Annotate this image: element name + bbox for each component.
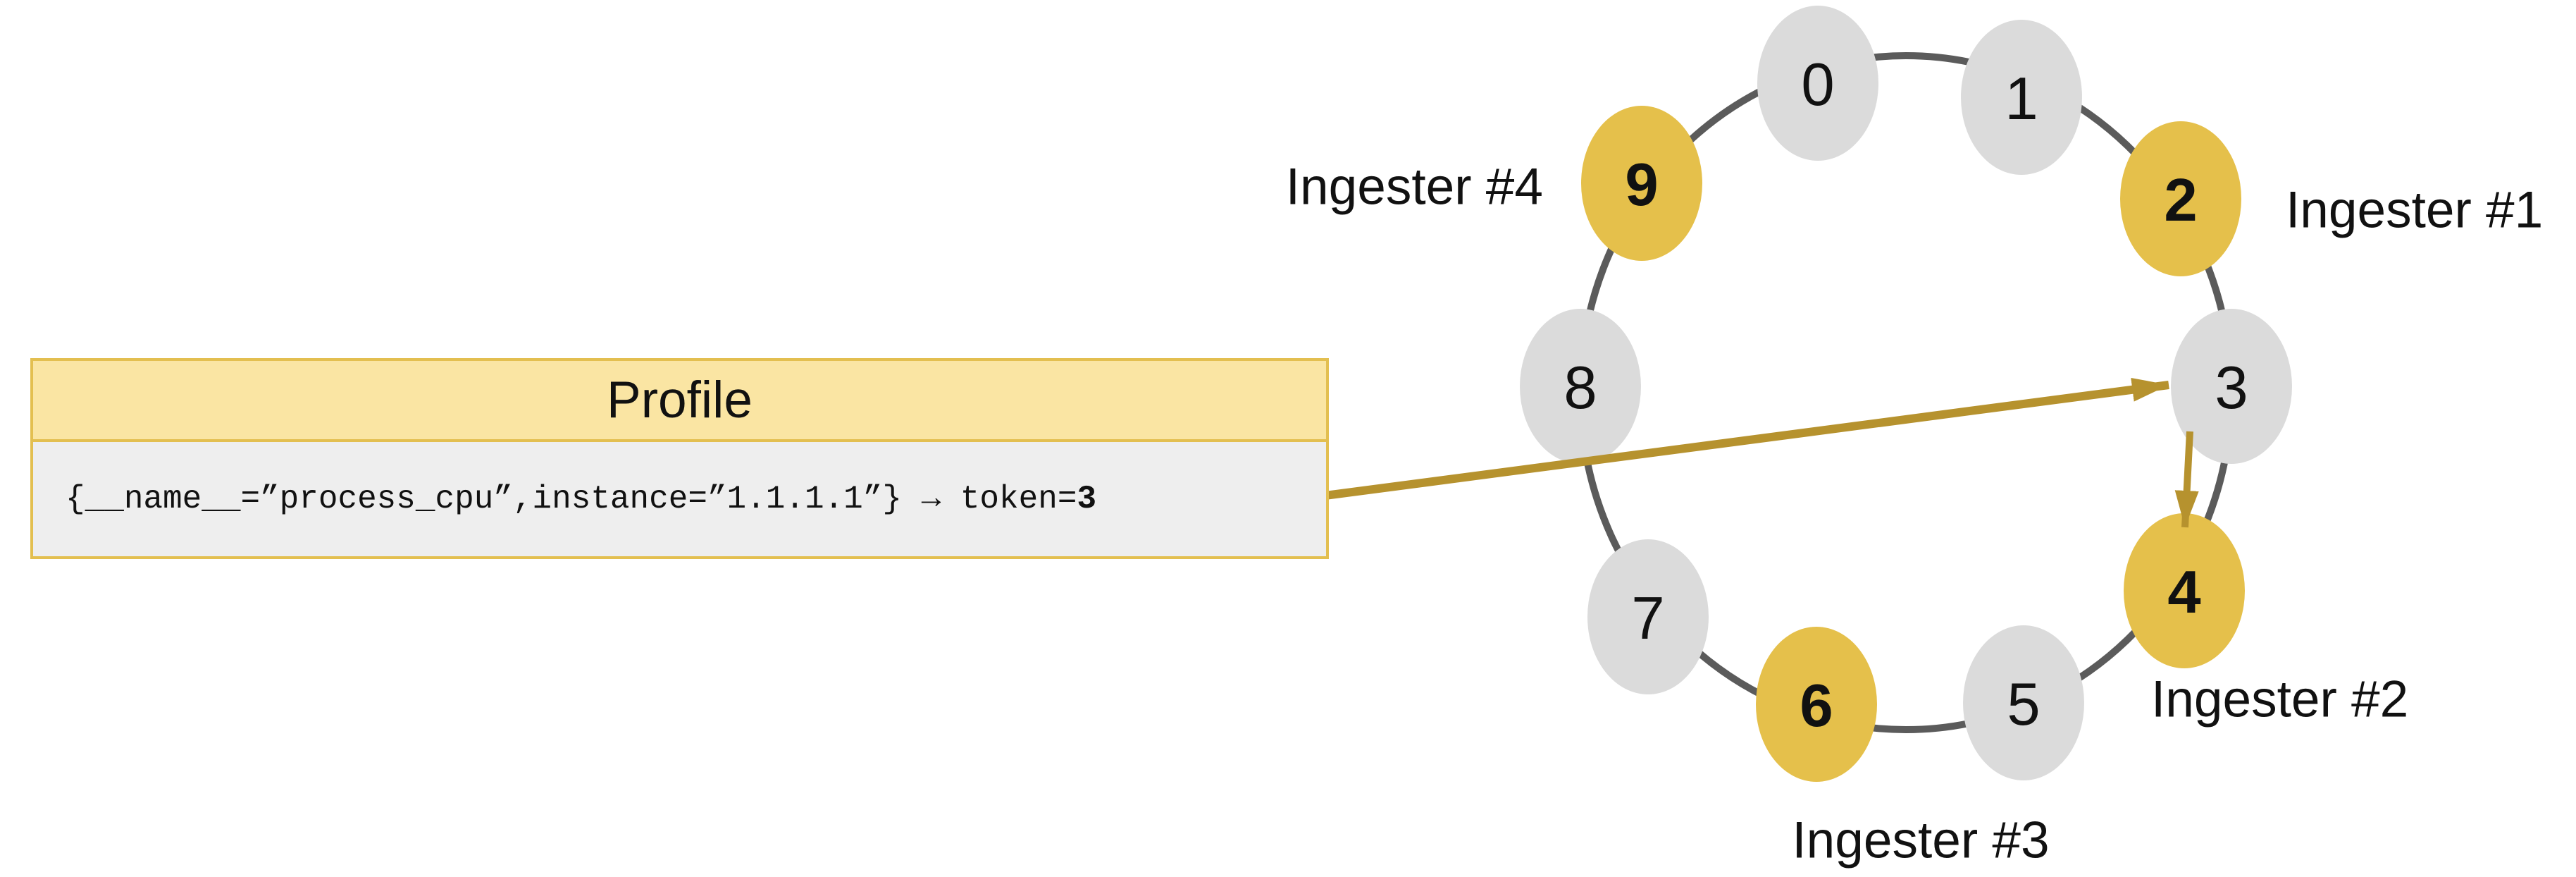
ring-node-token: 3 [2215,355,2248,422]
ring-node-circle-ingester [2124,513,2245,668]
ingester-4-label: Ingester #4 [1285,158,1543,216]
ring-node-token: 1 [2005,66,2038,133]
ring-node-token: 4 [2167,559,2200,626]
ring-node-circle-ingester [2120,121,2241,276]
ring-node-token: 7 [1631,585,1664,652]
token-value: 3 [1077,481,1097,517]
ring-node-0: 0 [1757,6,1878,161]
ring-node-token: 9 [1625,152,1658,219]
ring-node-circle [1961,20,2082,175]
ring-node-6: 6 [1756,627,1877,782]
ring-node-1: 1 [1961,20,2082,175]
ring-node-token: 8 [1563,355,1597,422]
arrows [1276,377,2199,528]
profile-box-header: Profile [33,361,1326,442]
ring-node-token: 6 [1800,673,1833,740]
ingester-2-label: Ingester #2 [2151,670,2409,728]
ring-node-2: 2 [2120,121,2241,276]
ring-node-circle-ingester [1581,106,1702,261]
ring-node-token: 0 [1801,51,1834,118]
token-label: token= [960,481,1077,517]
ingester-1-label: Ingester #1 [2286,181,2544,239]
ring-node-token: 5 [2007,671,2040,738]
ring-node-4: 4 [2124,513,2245,668]
ring-nodes: 0 1 2 3 4 5 6 7 8 9 [1520,6,2292,782]
profile-title: Profile [607,372,753,429]
ring-node-circle-ingester [1756,627,1877,782]
profile-box: Profile {__name__=”process_cpu”,instance… [30,358,1329,559]
ring-node-5: 5 [1963,625,2084,780]
ring-node-circle [2171,309,2292,464]
series-selector: {__name__=”process_cpu”,instance=”1.1.1.… [66,481,902,517]
ring-node-circle [1963,625,2084,780]
profile-box-body: {__name__=”process_cpu”,instance=”1.1.1.… [33,442,1326,556]
arrow-profile-to-token-3 [1276,377,2169,506]
ring-node-circle [1520,309,1641,464]
ring-node-8: 8 [1520,309,1641,464]
ring-node-7: 7 [1587,539,1709,694]
ring-node-9: 9 [1581,106,1702,261]
arrow-token-3-to-node-4 [2174,431,2199,528]
ring-node-3: 3 [2171,309,2292,464]
ring-node-circle [1757,6,1878,161]
ring-node-circle [1587,539,1709,694]
ring-node-token: 2 [2164,167,2197,234]
maps-to-arrow: → [902,481,960,517]
ingester-3-label: Ingester #3 [1792,811,2050,869]
